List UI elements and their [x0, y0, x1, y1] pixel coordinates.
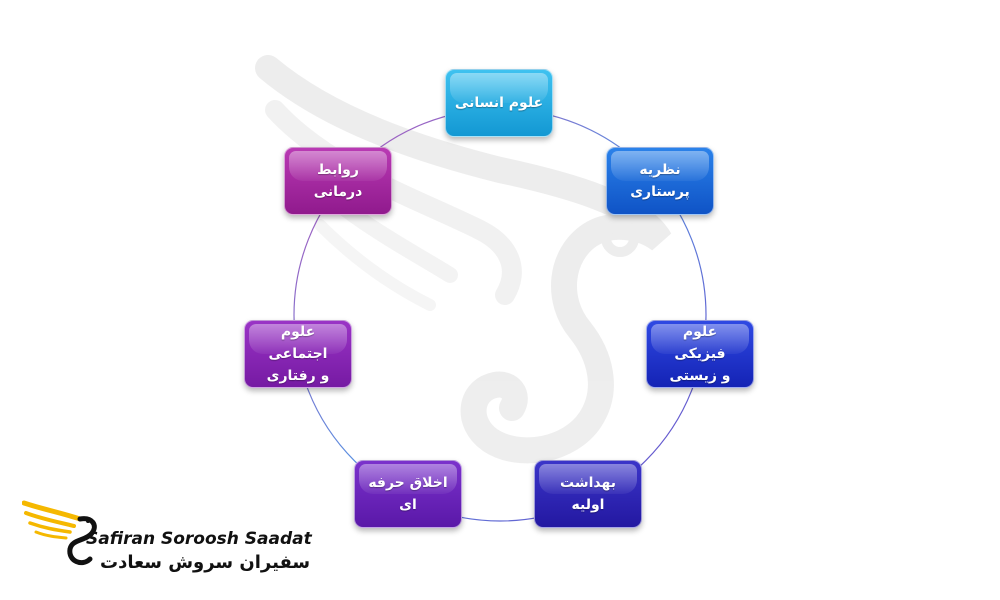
- node-humanities: علوم انسانی: [445, 69, 553, 137]
- node-physical-biological-sciences: علوم فیزیکی و زیستی: [646, 320, 754, 388]
- node-nursing-theory-line1: نظریه: [639, 162, 681, 178]
- swan-logo-icon: [22, 500, 97, 566]
- node-ethics-line2: ای: [399, 497, 417, 513]
- brand-logo: Safiran Soroosh Saadat سفیران سروش سعادت: [22, 495, 312, 580]
- node-social-behavioral-sciences: علوم اجتماعی و رفتاری: [244, 320, 352, 388]
- node-nursing-theory: نظریه پرستاری: [606, 147, 714, 215]
- logo-text-en: Safiran Soroosh Saadat: [86, 529, 312, 549]
- node-primary-health-label: بهداشت اولیه: [560, 475, 616, 513]
- node-nursing-theory-line2: پرستاری: [630, 184, 690, 200]
- node-humanities-label: علوم انسانی: [454, 95, 544, 111]
- node-primary-health: بهداشت اولیه: [534, 460, 642, 528]
- node-social-line1: علوم اجتماعی: [268, 324, 328, 362]
- node-therapeutic-relations-label: روابط درمانی: [313, 162, 363, 200]
- node-social-line2: و رفتاری: [266, 368, 330, 384]
- node-professional-ethics: اخلاق حرفه ای: [354, 460, 462, 528]
- logo-text-fa: سفیران سروش سعادت: [100, 552, 311, 573]
- node-physical-line2: و زیستی: [669, 368, 731, 384]
- node-therapeutic-relations: روابط درمانی: [284, 147, 392, 215]
- node-physical-line1: علوم فیزیکی: [674, 324, 726, 362]
- node-ethics-line1: اخلاق حرفه: [368, 475, 448, 491]
